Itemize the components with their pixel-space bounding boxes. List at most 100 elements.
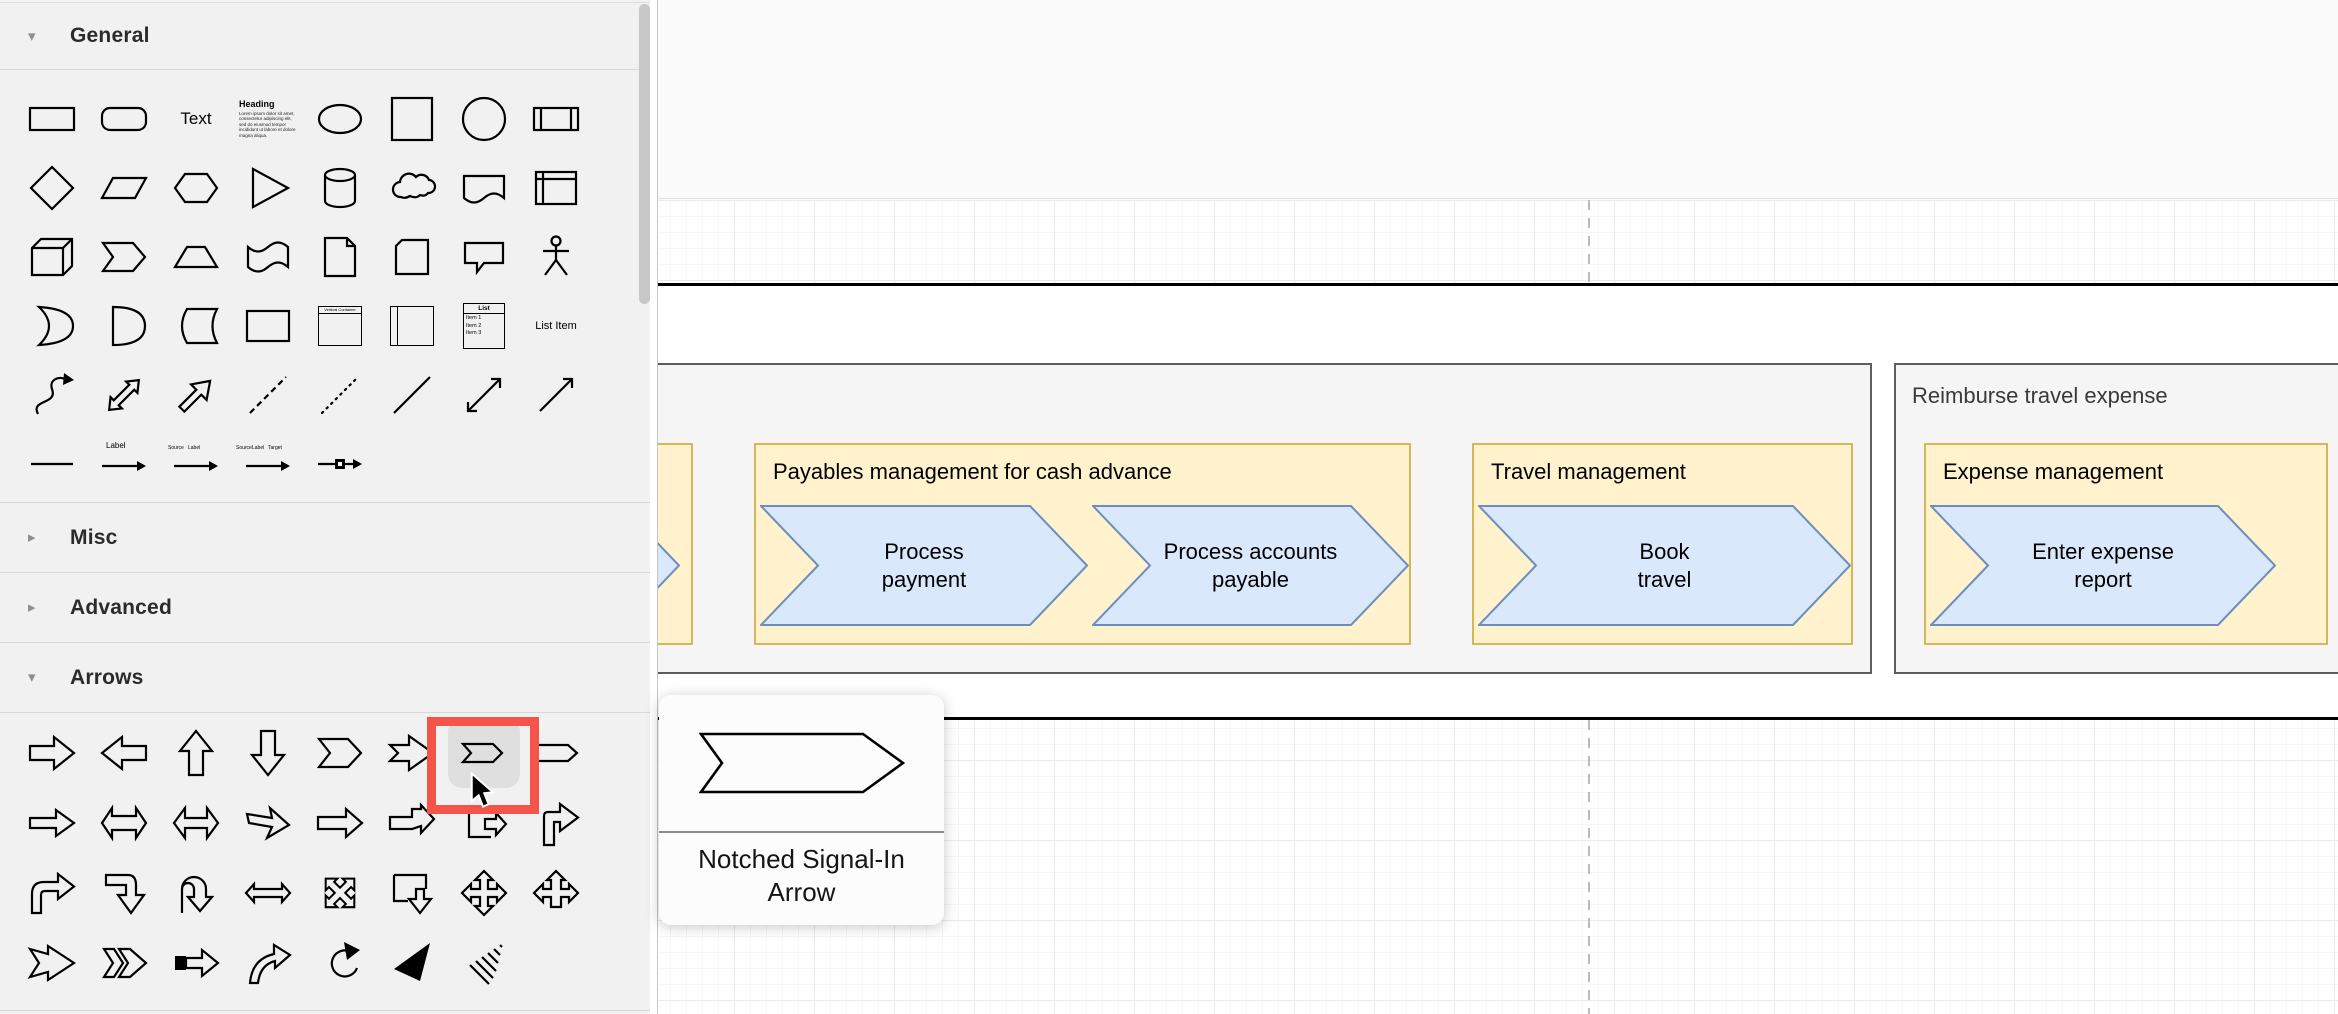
shape-circle[interactable]	[448, 84, 520, 153]
canvas-grid-upper	[658, 200, 2338, 283]
shape-arrow-left[interactable]	[88, 718, 160, 788]
shape-bidirectional-arrow[interactable]	[88, 360, 160, 429]
shape-arrow-up[interactable]	[160, 718, 232, 788]
chevron-down-icon: ▾	[28, 27, 36, 45]
shape-thin-arrow-right[interactable]	[16, 788, 88, 858]
shape-solid-arrowhead[interactable]	[376, 928, 448, 998]
process-group[interactable]	[658, 443, 693, 645]
section-header-misc[interactable]: ▸ Misc	[0, 503, 650, 573]
shape-turn-down-arrow[interactable]	[88, 858, 160, 928]
shape-arrow-with-box[interactable]	[304, 429, 376, 498]
section-label: Misc	[70, 525, 118, 549]
shape-square[interactable]	[376, 84, 448, 153]
shape-vertical-container[interactable]: Vertical Container	[304, 291, 376, 360]
section-header-advanced[interactable]: ▸Advanced	[0, 573, 650, 643]
process-group-title: Travel management	[1491, 459, 1686, 484]
shape-parallelogram[interactable]	[88, 153, 160, 222]
shape-grid-arrows	[0, 713, 650, 1006]
shape-arrow-right-2[interactable]	[304, 788, 376, 858]
shape-diagonal-arrow[interactable]	[160, 360, 232, 429]
shape-turn-arrow[interactable]	[16, 858, 88, 928]
shape-card[interactable]	[376, 222, 448, 291]
shape-trapezoid[interactable]	[160, 222, 232, 291]
section-divider	[0, 1010, 650, 1011]
shape-and[interactable]	[88, 291, 160, 360]
shape-or[interactable]	[16, 291, 88, 360]
shape-hexagon[interactable]	[160, 153, 232, 222]
chevron-right-icon: ▸	[28, 529, 36, 546]
process-group-title: Expense management	[1943, 459, 2164, 484]
shape-arrow-down[interactable]	[232, 718, 304, 788]
shape-notched-signal-in-arrow[interactable]	[448, 718, 520, 788]
section-label: General	[70, 24, 150, 47]
shape-ellipse[interactable]	[304, 84, 376, 153]
shape-tailed-arrow[interactable]	[16, 928, 88, 998]
shape-rectangle[interactable]	[16, 84, 88, 153]
shape-horizontal-container[interactable]	[376, 291, 448, 360]
shape-arrow-right[interactable]	[16, 718, 88, 788]
shape-line[interactable]	[376, 360, 448, 429]
shape-triangle[interactable]	[232, 153, 304, 222]
shape-diamond-arrows[interactable]	[304, 858, 376, 928]
shape-diamond[interactable]	[16, 153, 88, 222]
shape-curve[interactable]	[16, 360, 88, 429]
section-header-general[interactable]: ▾ General	[0, 2, 650, 70]
shape-bend-up-arrow[interactable]	[520, 788, 592, 858]
shape-dotted-line[interactable]	[304, 360, 376, 429]
shape-double-chevron-arrow[interactable]	[88, 928, 160, 998]
shape-callout[interactable]	[448, 222, 520, 291]
shape-data-storage[interactable]	[160, 291, 232, 360]
shape-note[interactable]	[304, 222, 376, 291]
process-step-chevron[interactable]	[658, 505, 681, 626]
shape-document[interactable]	[448, 153, 520, 222]
shape-dashed-line[interactable]	[232, 360, 304, 429]
shape-cube[interactable]	[16, 222, 88, 291]
shape-horizontal-line[interactable]	[16, 429, 88, 498]
shape-rounded-rectangle[interactable]	[88, 84, 160, 153]
shape-label-arrow[interactable]: Label	[88, 429, 160, 498]
process-step-chevron[interactable]: Process payment	[758, 505, 1089, 626]
process-step-label: Book travel	[1637, 538, 1692, 592]
shape-list-item[interactable]: List Item	[520, 291, 592, 360]
shape-tape[interactable]	[232, 222, 304, 291]
shape-bidirectional-connector[interactable]	[448, 360, 520, 429]
section-header-arrows[interactable]: ▾Arrows	[0, 643, 650, 713]
shape-cross-arrow[interactable]	[448, 858, 520, 928]
shape-open-arrow[interactable]	[232, 788, 304, 858]
shape-notched-arrow[interactable]	[376, 718, 448, 788]
shape-actor[interactable]	[520, 222, 592, 291]
shape-callout-down-arrow[interactable]	[376, 858, 448, 928]
sidebar-scrollbar[interactable]	[639, 4, 650, 304]
shape-internal-storage[interactable]	[520, 153, 592, 222]
shape-text[interactable]: Text	[160, 84, 232, 153]
shape-container[interactable]	[232, 291, 304, 360]
shape-directional-connector[interactable]	[520, 360, 592, 429]
shape-circular-arrow[interactable]	[304, 928, 376, 998]
process-step-label: Process payment	[881, 538, 967, 592]
shape-step[interactable]	[88, 222, 160, 291]
process-step-chevron[interactable]: Book travel	[1476, 505, 1852, 626]
shape-process[interactable]	[520, 84, 592, 153]
shape-double-two-way-arrow[interactable]	[160, 788, 232, 858]
process-step-label: Enter expense report	[2032, 538, 2174, 592]
shape-curved-arrow[interactable]	[232, 928, 304, 998]
shape-cloud[interactable]	[376, 153, 448, 222]
shape-compact-two-way-arrow[interactable]	[232, 858, 304, 928]
shape-stepped-arrow[interactable]	[376, 788, 448, 858]
process-step-chevron[interactable]: Process accounts payable	[1090, 505, 1410, 626]
shape-cylinder[interactable]	[304, 153, 376, 222]
shape-three-way-arrow[interactable]	[520, 858, 592, 928]
shape-u-turn-arrow[interactable]	[160, 858, 232, 928]
shape-signal-in-arrow[interactable]	[304, 718, 376, 788]
shape-striped-triangle-arrow[interactable]	[448, 928, 520, 998]
process-step-chevron[interactable]: Enter expense report	[1928, 505, 2277, 626]
shape-boxed-arrow[interactable]	[160, 928, 232, 998]
shape-two-way-arrow[interactable]	[88, 788, 160, 858]
